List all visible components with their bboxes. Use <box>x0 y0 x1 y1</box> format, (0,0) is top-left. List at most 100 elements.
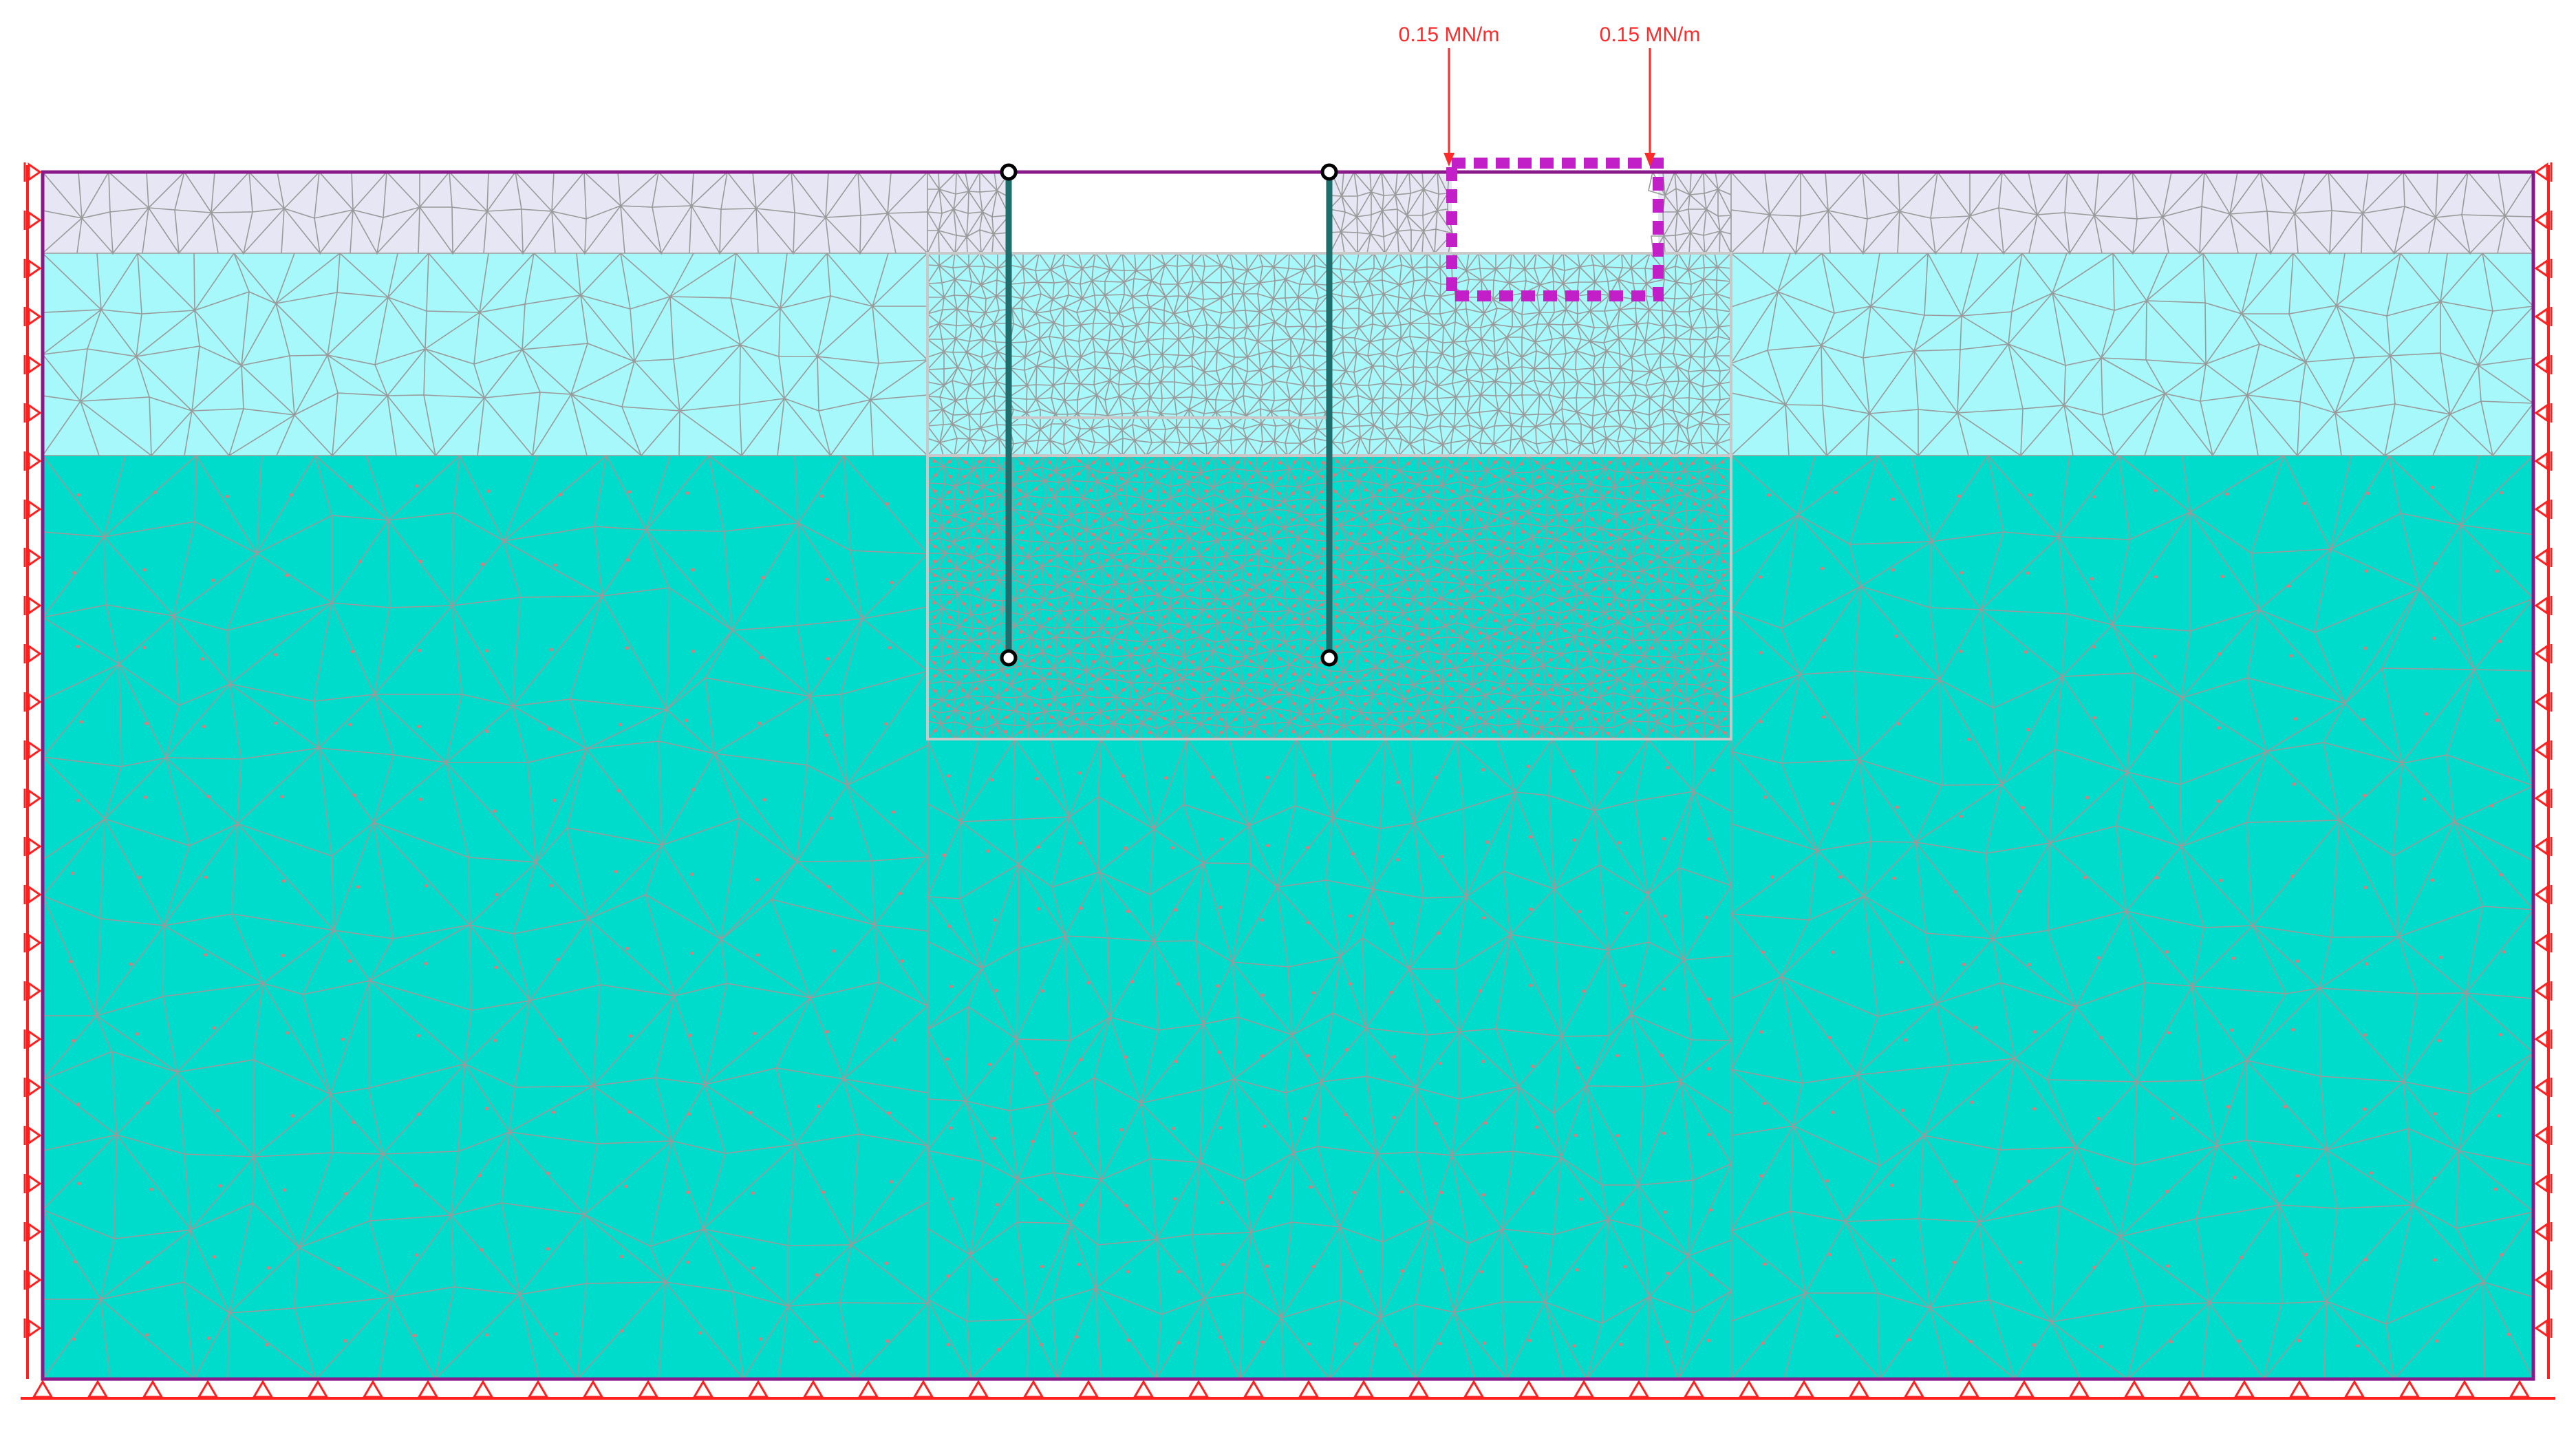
roller-support-horizontal-icon <box>2534 692 2553 712</box>
load-right: 0.15 MN/m <box>1600 23 1701 167</box>
pin-support-icon <box>1628 1380 1650 1398</box>
roller-support-horizontal-icon <box>23 307 42 326</box>
roller-support-horizontal-icon <box>23 837 42 856</box>
roller-support-horizontal-icon <box>2534 162 2553 182</box>
roller-support-horizontal-icon <box>2534 1078 2553 1097</box>
pin-support-icon <box>637 1380 659 1398</box>
roller-support-horizontal-icon <box>2534 981 2553 1001</box>
roller-support-horizontal-icon <box>23 355 42 374</box>
roller-support-horizontal-icon <box>2534 307 2553 326</box>
roller-support-horizontal-icon <box>2534 596 2553 615</box>
pin-support-icon <box>362 1380 384 1398</box>
pin-support-icon <box>417 1380 439 1398</box>
roller-support-horizontal-icon <box>2534 1270 2553 1290</box>
roller-support-horizontal-icon <box>2534 885 2553 904</box>
roller-support-horizontal-icon <box>23 692 42 712</box>
roller-support-horizontal-icon <box>23 1270 42 1290</box>
footing <box>1446 158 1664 301</box>
pin-support-icon <box>1958 1380 1980 1398</box>
pin-support-icon <box>1573 1380 1595 1398</box>
pin-support-icon <box>1738 1380 1760 1398</box>
plate-end-node-icon <box>1000 163 1018 181</box>
pin-support-icon <box>2013 1380 2035 1398</box>
roller-support-horizontal-icon <box>2534 211 2553 230</box>
right-roller-supports <box>2534 162 2553 1379</box>
roller-support-horizontal-icon <box>23 1319 42 1338</box>
plate-end-node-icon <box>1320 163 1338 181</box>
pin-support-icon <box>1353 1380 1375 1398</box>
pin-support-icon <box>1518 1380 1540 1398</box>
roller-support-horizontal-icon <box>23 740 42 760</box>
mesh-elements <box>41 171 2535 1382</box>
pin-support-icon <box>1793 1380 1815 1398</box>
roller-support-horizontal-icon <box>23 1029 42 1049</box>
roller-support-horizontal-icon <box>2534 933 2553 952</box>
pin-support-icon <box>2233 1380 2255 1398</box>
load-arrow-head-icon <box>1443 153 1455 167</box>
pin-support-icon <box>142 1380 164 1398</box>
model-outline <box>41 170 2535 1381</box>
pin-support-icon <box>32 1380 54 1398</box>
roller-support-horizontal-icon <box>23 1222 42 1241</box>
pin-support-icon <box>1903 1380 1925 1398</box>
pin-support-icon <box>2398 1380 2421 1398</box>
pin-support-icon <box>87 1380 109 1398</box>
pin-support-icon <box>527 1380 549 1398</box>
roller-support-horizontal-icon <box>23 1126 42 1145</box>
pin-support-icon <box>1243 1380 1265 1398</box>
roller-support-horizontal-icon <box>23 259 42 278</box>
roller-support-horizontal-icon <box>23 162 42 182</box>
pin-support-icon <box>582 1380 604 1398</box>
pin-support-icon <box>2454 1380 2476 1398</box>
roller-support-horizontal-icon <box>2534 1319 2553 1338</box>
pin-support-icon <box>472 1380 494 1398</box>
roller-support-horizontal-icon <box>23 500 42 519</box>
pin-support-icon <box>912 1380 934 1398</box>
retaining-walls <box>1000 163 1338 667</box>
roller-support-horizontal-icon <box>23 644 42 663</box>
roller-support-horizontal-icon <box>23 596 42 615</box>
bottom-pin-supports <box>21 1380 2555 1400</box>
pin-support-icon <box>1683 1380 1705 1398</box>
roller-support-horizontal-icon <box>2534 355 2553 374</box>
pin-support-icon <box>802 1380 824 1398</box>
pin-support-icon <box>252 1380 274 1398</box>
roller-support-horizontal-icon <box>23 789 42 808</box>
roller-support-horizontal-icon <box>23 1174 42 1193</box>
pin-support-icon <box>2288 1380 2310 1398</box>
left-roller-supports <box>23 162 42 1379</box>
pin-support-icon <box>307 1380 329 1398</box>
roller-support-horizontal-icon <box>2534 259 2553 278</box>
soil-layers <box>43 163 2533 1379</box>
roller-support-horizontal-icon <box>2534 403 2553 423</box>
plate-end-node-icon <box>1320 649 1338 667</box>
roller-support-horizontal-icon <box>2534 500 2553 519</box>
roller-support-horizontal-icon <box>23 981 42 1001</box>
pin-support-icon <box>1188 1380 1210 1398</box>
pin-support-icon <box>692 1380 714 1398</box>
pin-support-icon <box>2509 1380 2531 1398</box>
load-label: 0.15 MN/m <box>1399 23 1500 46</box>
pin-support-icon <box>967 1380 989 1398</box>
roller-support-horizontal-icon <box>2534 1126 2553 1145</box>
pin-support-icon <box>1463 1380 1485 1398</box>
load-label: 0.15 MN/m <box>1600 23 1701 46</box>
pin-support-icon <box>197 1380 219 1398</box>
pin-support-icon <box>2123 1380 2145 1398</box>
footing-outline <box>1446 158 1664 301</box>
roller-support-horizontal-icon <box>2534 837 2553 856</box>
pin-support-icon <box>1408 1380 1430 1398</box>
excavation-void <box>1009 172 1329 253</box>
roller-support-horizontal-icon <box>23 211 42 230</box>
roller-support-horizontal-icon <box>23 548 42 567</box>
footing-void <box>1452 163 1658 254</box>
pin-support-icon <box>2178 1380 2200 1398</box>
pin-support-icon <box>1298 1380 1320 1398</box>
line-loads: 0.15 MN/m 0.15 MN/m <box>1399 23 1701 167</box>
roller-support-horizontal-icon <box>2534 644 2553 663</box>
roller-support-horizontal-icon <box>23 403 42 423</box>
pin-support-icon <box>2343 1380 2365 1398</box>
roller-support-horizontal-icon <box>2534 1222 2553 1241</box>
roller-support-horizontal-icon <box>23 933 42 952</box>
